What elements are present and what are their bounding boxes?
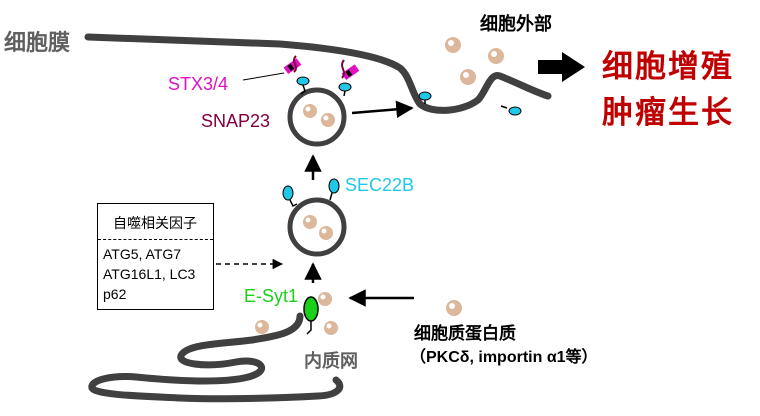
esyt1-tether — [306, 321, 312, 335]
snap-tethers — [293, 55, 345, 79]
stx-pointer — [242, 72, 285, 81]
sec22b-label: SEC22B — [345, 175, 415, 195]
stx-marker-2 — [341, 64, 360, 81]
cargo-proteins — [255, 37, 504, 335]
factor-box-title: 自噬相关因子 — [113, 215, 197, 231]
outcome-label-tumor-growth: 肿瘤生长 — [602, 95, 734, 130]
outcome-label-proliferation: 细胞增殖 — [602, 49, 734, 84]
autophagy-factors-box: 自噬相关因子 ATG5, ATG7 ATG16L1, LC3 p62 — [97, 203, 214, 310]
factor-line-3: p62 — [103, 286, 127, 302]
factor-box-divider — [98, 239, 213, 240]
extracellular-label: 细胞外部 — [480, 14, 552, 34]
stx-label: STX3/4 — [168, 74, 229, 94]
vesicle-lower — [287, 197, 347, 257]
stx-marker-1 — [283, 58, 302, 75]
plasma-membrane — [84, 33, 552, 114]
membrane-label: 细胞膜 — [4, 30, 71, 55]
outcome-arrow — [538, 52, 585, 82]
snap-label: SNAP23 — [201, 111, 271, 131]
er-label: 内质网 — [304, 351, 358, 371]
factor-line-1: ATG5, ATG7 — [103, 246, 182, 262]
endoplasmic-reticulum — [88, 312, 344, 403]
cargo-label-title: 细胞质蛋白质 — [414, 324, 516, 343]
vesicle-upper — [287, 87, 347, 147]
esyt1-protein — [303, 296, 319, 322]
arrows — [216, 72, 414, 307]
sec22b-markers — [282, 76, 522, 201]
esyt1-label: E-Syt1 — [244, 286, 299, 306]
sec22b-tethers — [289, 84, 508, 208]
cargo-label-examples: （PKCδ, importin α1等） — [410, 349, 598, 366]
factor-line-2: ATG16L1, LC3 — [103, 266, 196, 282]
arrow-vesicle-to-membrane — [351, 100, 414, 119]
